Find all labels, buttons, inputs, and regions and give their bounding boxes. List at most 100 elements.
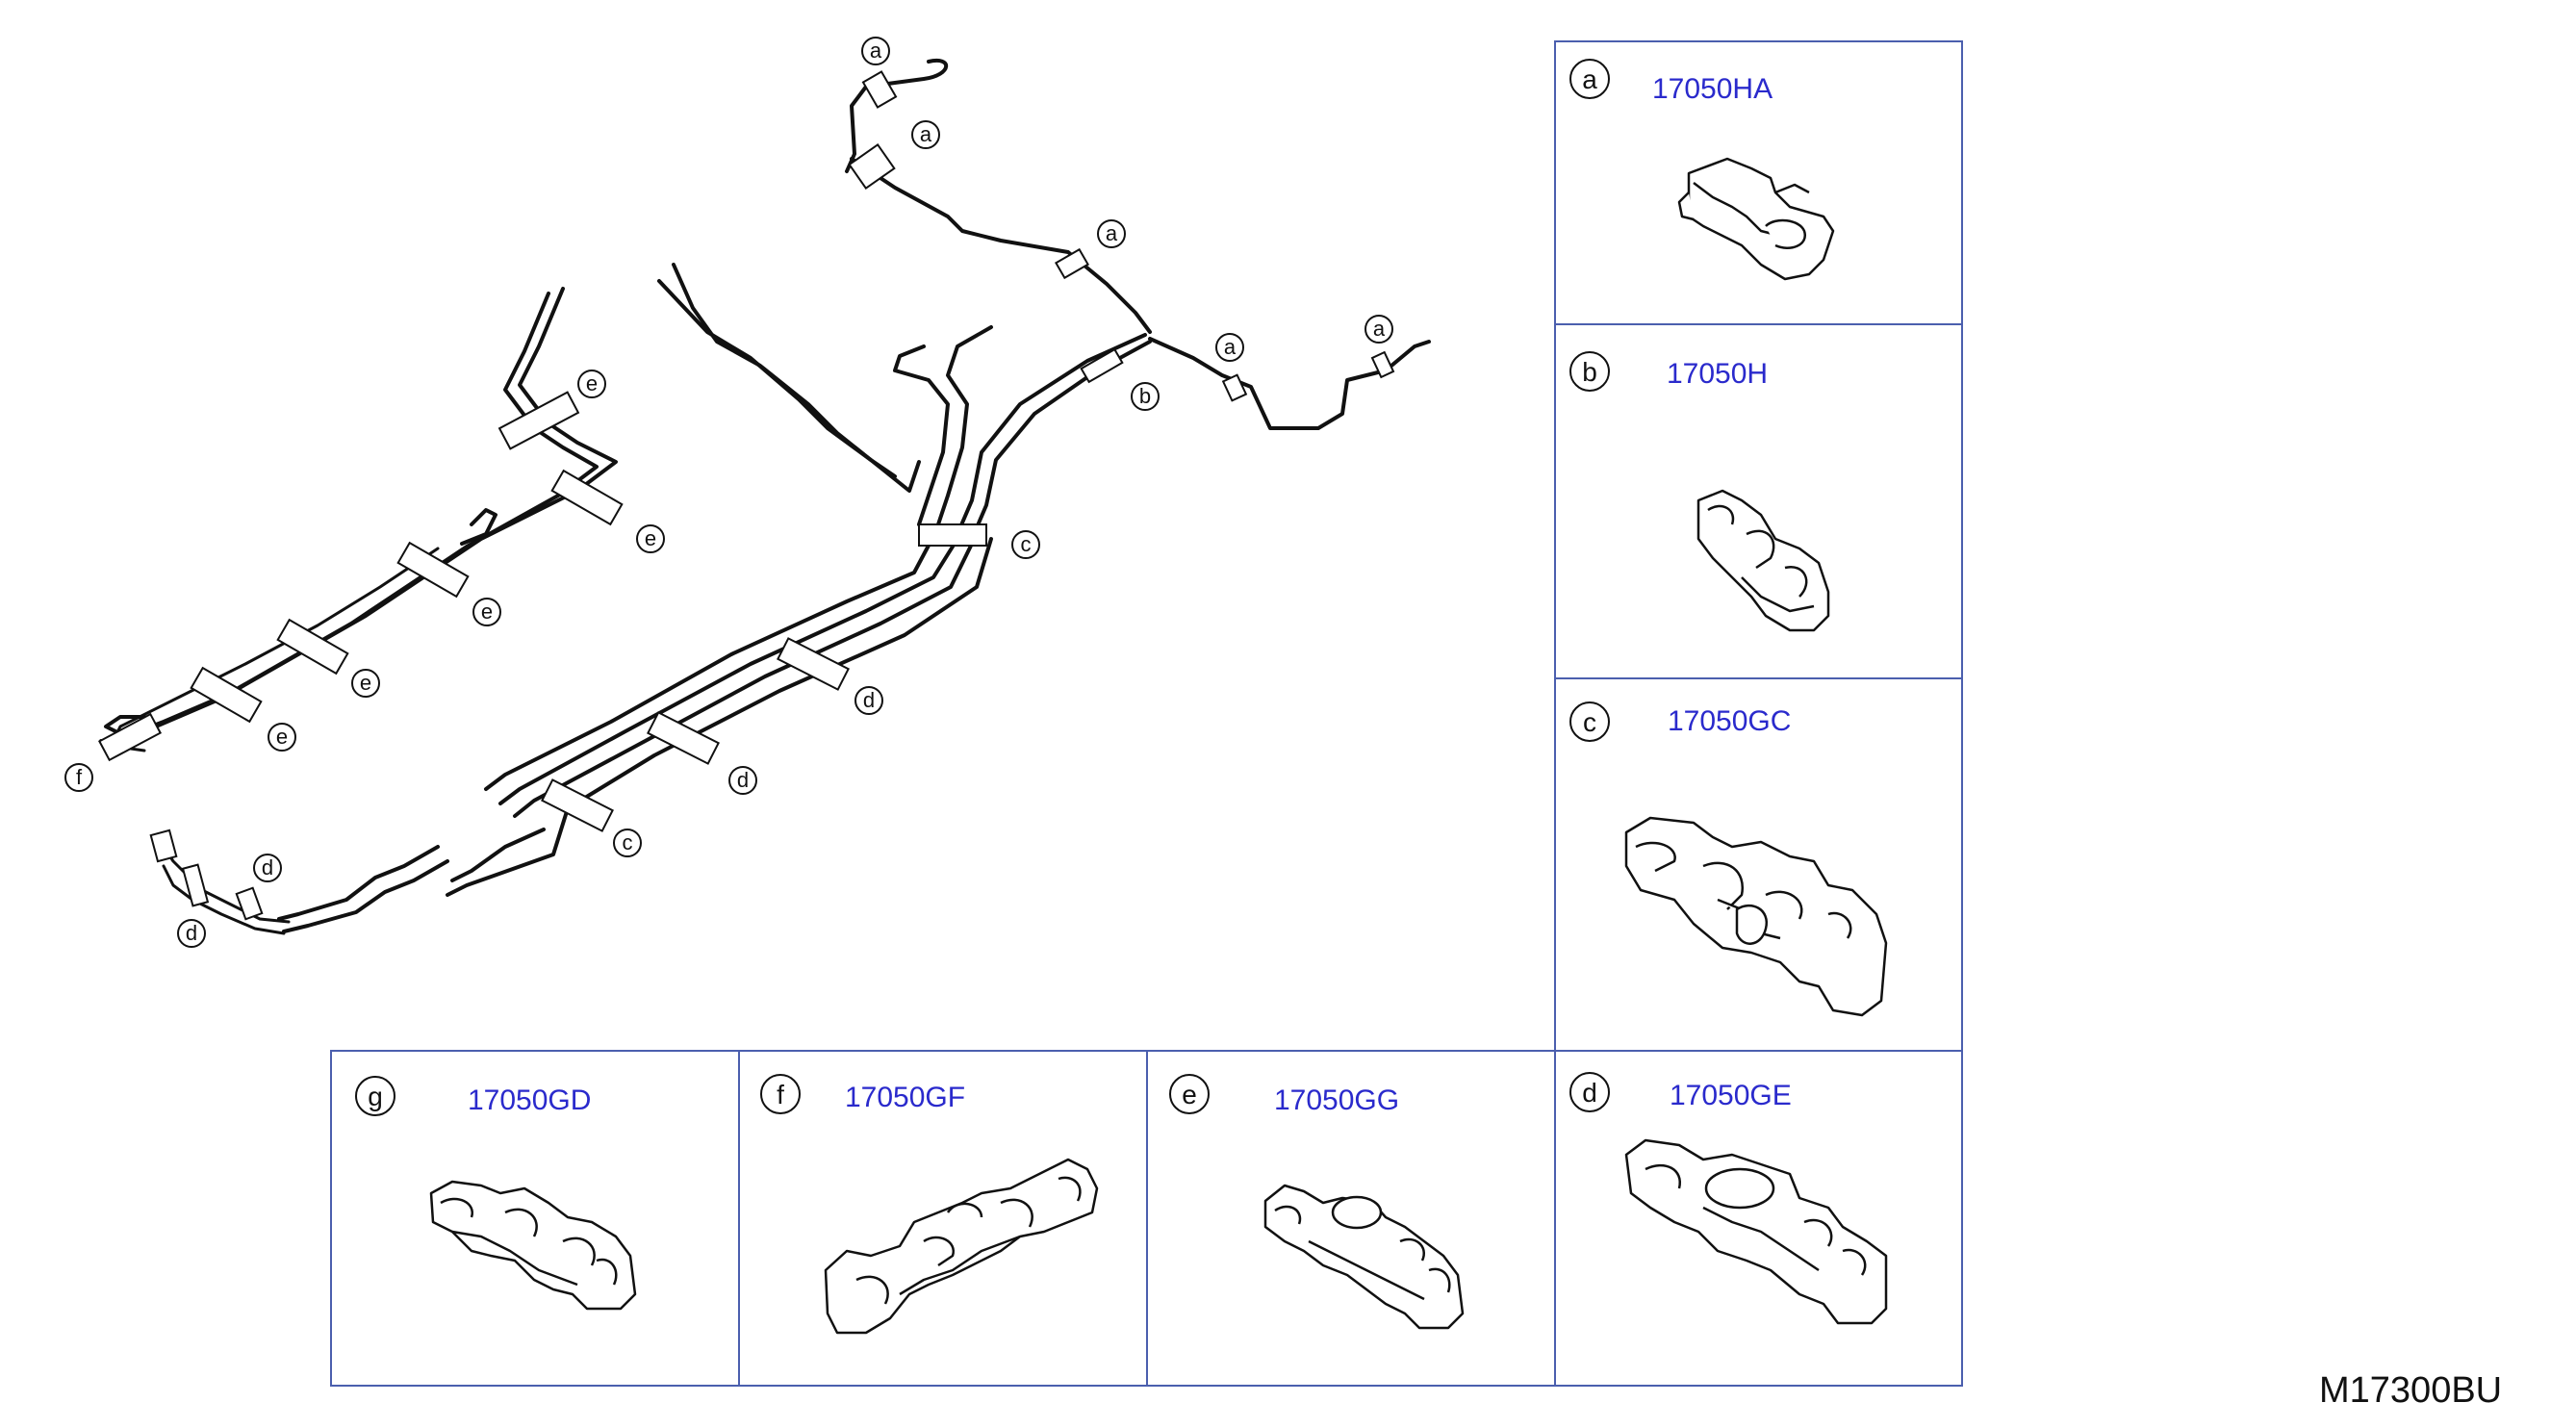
pipe-left-curve-2 bbox=[657, 279, 897, 478]
callout-circle bbox=[351, 669, 380, 698]
callout-letter: c bbox=[623, 830, 633, 854]
clip-e-4 bbox=[276, 618, 349, 676]
part-letter-circle bbox=[760, 1074, 801, 1114]
part-number: 17050GC bbox=[1668, 705, 1791, 737]
clip-a-3 bbox=[1055, 247, 1089, 280]
callout-letter: d bbox=[737, 768, 749, 792]
clip-a-4 bbox=[1221, 373, 1248, 402]
callout-letter: a bbox=[1224, 335, 1237, 359]
callout-circle bbox=[728, 766, 757, 795]
pipe-left-curve-1 bbox=[672, 263, 921, 493]
part-letter-circle bbox=[1569, 351, 1610, 392]
callout-letter: e bbox=[276, 725, 288, 749]
clip-f bbox=[97, 712, 163, 762]
part-letter: d bbox=[1582, 1078, 1597, 1108]
lower-left-pipe-5 bbox=[162, 864, 286, 935]
callout-circle bbox=[861, 37, 890, 65]
clip-illustrations bbox=[429, 157, 1888, 1335]
callout-letter: d bbox=[863, 688, 875, 712]
clip-d-4 bbox=[181, 863, 210, 907]
clip-e-3 bbox=[396, 541, 470, 599]
part-number: 17050GE bbox=[1670, 1080, 1792, 1111]
callout-letter: e bbox=[586, 371, 598, 395]
callout-circle bbox=[253, 854, 282, 882]
clip-a-1 bbox=[861, 70, 898, 109]
callout-letter: b bbox=[1139, 384, 1151, 408]
callout-circle bbox=[1365, 315, 1393, 344]
clip-e-2 bbox=[550, 469, 624, 526]
callout-letter: a bbox=[1106, 221, 1118, 245]
clip-illustration-g bbox=[429, 1180, 637, 1311]
clip-e-1 bbox=[497, 391, 580, 450]
callout-letter: e bbox=[360, 671, 371, 695]
clip-illustration-a bbox=[1677, 157, 1835, 281]
pipe-bundle-1 bbox=[956, 333, 1147, 536]
part-letter-circle bbox=[355, 1076, 395, 1116]
part-letter-circles bbox=[355, 59, 1610, 1116]
part-letter: a bbox=[1582, 64, 1597, 94]
part-box-e bbox=[1146, 1050, 1556, 1387]
callout-letter: a bbox=[870, 38, 882, 63]
callout-circle bbox=[1131, 382, 1160, 411]
part-number: 17050HA bbox=[1652, 73, 1773, 105]
clip-g bbox=[149, 829, 178, 863]
clip-a-2 bbox=[848, 142, 896, 191]
left-bundle-3 bbox=[460, 508, 497, 546]
part-letter: e bbox=[1182, 1080, 1197, 1109]
part-letter-circle bbox=[1169, 1074, 1210, 1114]
pipe-bundle-3 bbox=[936, 325, 993, 526]
diagram-code: M17300BU bbox=[2319, 1370, 2503, 1411]
callout-circle bbox=[577, 370, 606, 398]
clip-d-3 bbox=[235, 886, 264, 921]
lower-left-pipe-1 bbox=[450, 828, 546, 882]
upper-pipe bbox=[845, 58, 1152, 334]
callout-letters: a a a a a b c c d d d d e e e e e f bbox=[76, 38, 1386, 945]
callout-letter: e bbox=[645, 526, 656, 550]
part-letter: b bbox=[1582, 357, 1597, 387]
part-number: 17050GG bbox=[1274, 1084, 1399, 1116]
part-letter: g bbox=[368, 1082, 383, 1111]
clip-b bbox=[1080, 347, 1124, 384]
part-letters: a b c d g f e bbox=[368, 64, 1597, 1111]
left-bundle-2 bbox=[99, 292, 599, 748]
left-bundle-1 bbox=[104, 287, 618, 738]
clip-illustration-d bbox=[1624, 1138, 1888, 1325]
main-bundle-2 bbox=[513, 542, 974, 818]
clip-illustration-f bbox=[824, 1158, 1099, 1335]
callout-circles bbox=[64, 37, 1393, 948]
part-numbers: 17050HA 17050H 17050GC 17050GE 17050GD 1… bbox=[468, 73, 1792, 1116]
callout-circle bbox=[1097, 219, 1126, 248]
clip-c-1 bbox=[918, 523, 987, 547]
callout-circle bbox=[636, 524, 665, 553]
callout-letter: a bbox=[920, 122, 932, 146]
callout-letter: d bbox=[262, 855, 273, 880]
part-letter: f bbox=[777, 1080, 784, 1109]
clip-e-5 bbox=[190, 666, 263, 724]
callout-circle bbox=[1215, 333, 1244, 362]
main-bundle-1 bbox=[498, 537, 959, 805]
clip-d-2 bbox=[647, 711, 720, 765]
part-letter-circle bbox=[1569, 1072, 1610, 1112]
callout-circle bbox=[1011, 530, 1040, 559]
part-number: 17050H bbox=[1667, 358, 1768, 390]
callout-letter: f bbox=[76, 765, 83, 789]
part-letter: c bbox=[1583, 707, 1596, 737]
pipe-clips bbox=[97, 70, 1395, 921]
part-boxes bbox=[330, 40, 1963, 1387]
callout-letter: e bbox=[481, 599, 493, 624]
callout-circle bbox=[268, 723, 296, 752]
callout-circle bbox=[177, 919, 206, 948]
part-number: 17050GD bbox=[468, 1084, 591, 1116]
callout-circle bbox=[613, 829, 642, 857]
callout-circle bbox=[472, 598, 501, 626]
callout-letter: c bbox=[1021, 532, 1032, 556]
part-letter-circle bbox=[1569, 59, 1610, 99]
clip-d-1 bbox=[777, 637, 850, 691]
upper-pipe-right bbox=[1148, 337, 1431, 430]
callout-letter: d bbox=[186, 921, 197, 945]
pipe-routing-drawing bbox=[99, 58, 1431, 935]
clip-illustration-e bbox=[1263, 1184, 1465, 1330]
clip-illustration-c bbox=[1624, 816, 1888, 1017]
lower-left-pipe-3 bbox=[282, 859, 449, 933]
clip-a-5 bbox=[1370, 350, 1395, 379]
